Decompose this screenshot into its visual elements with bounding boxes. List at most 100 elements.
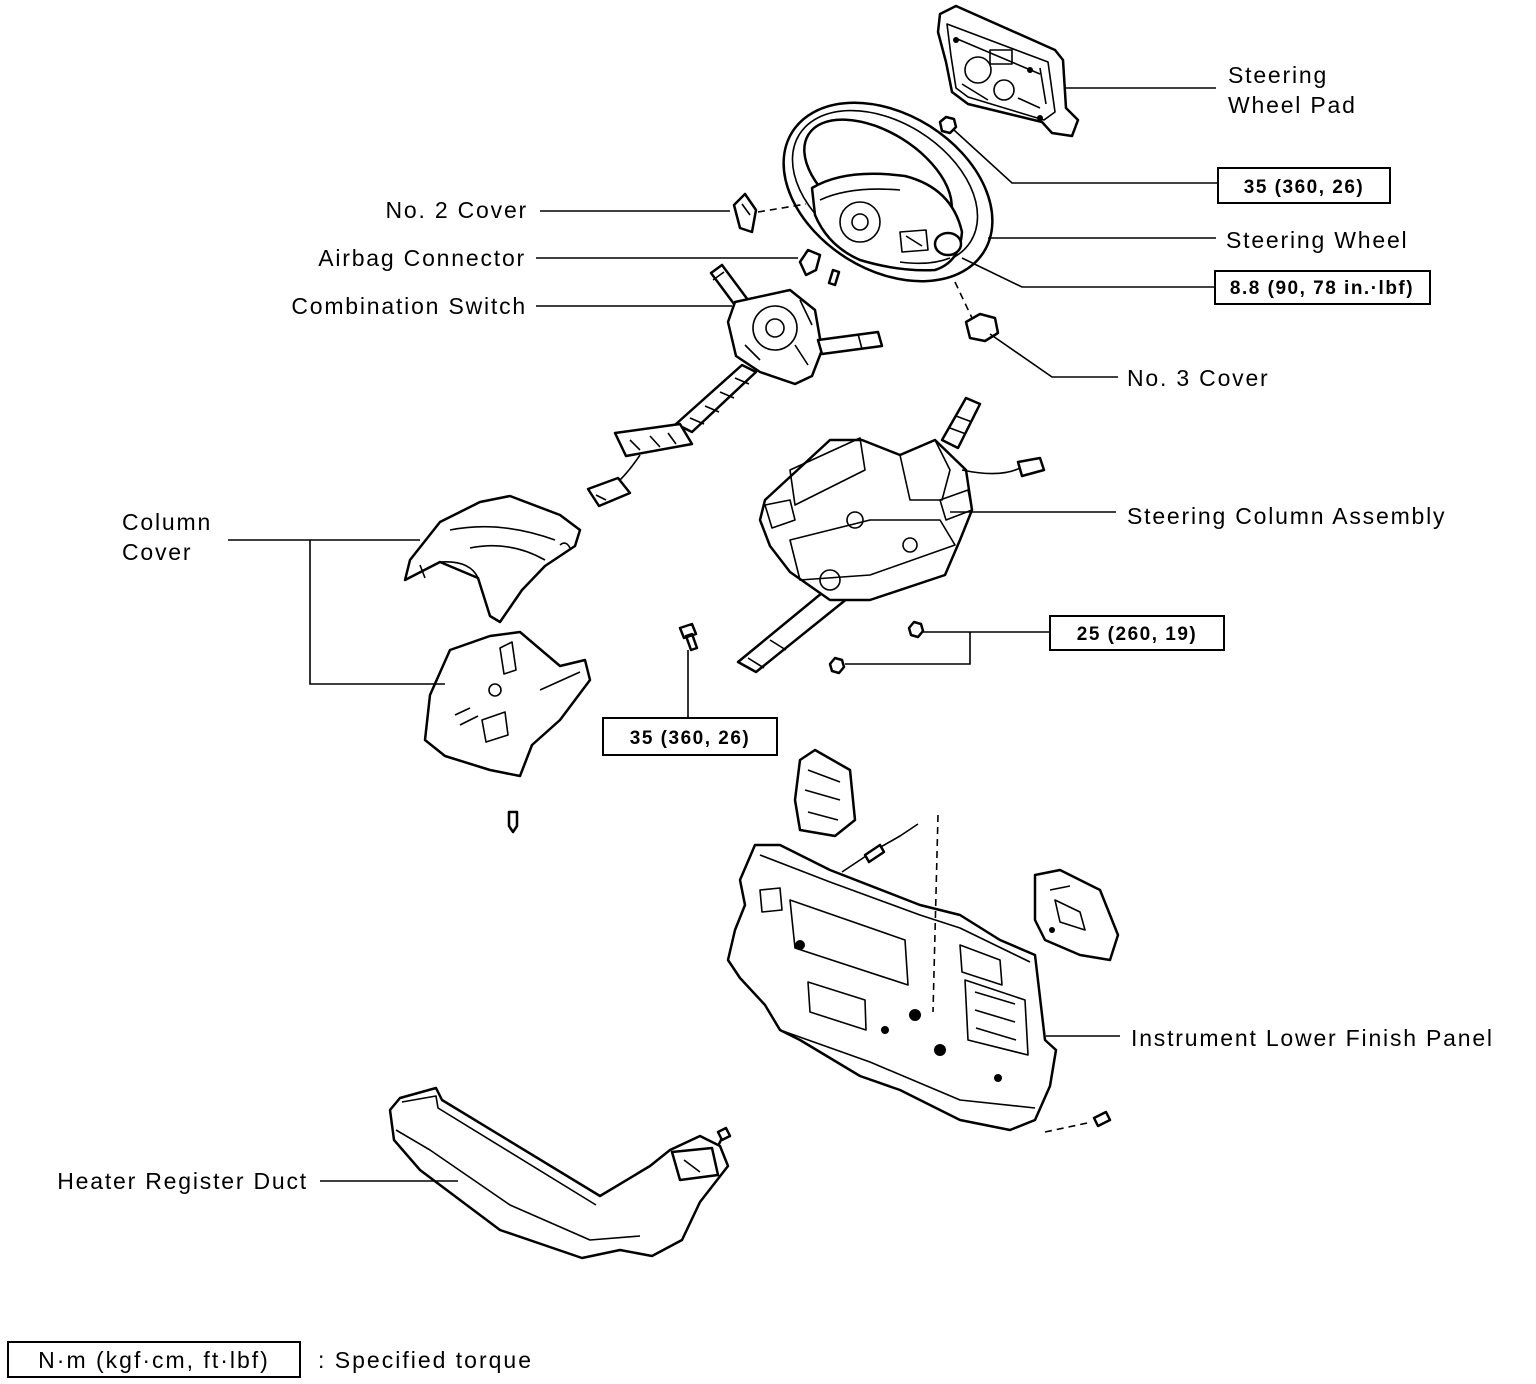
leader-steering-wheel-nut-torque bbox=[953, 129, 1218, 184]
no3-cover-alignment-line bbox=[954, 281, 973, 319]
torque-spec-column-nut: 25 (260, 19) bbox=[1049, 615, 1225, 651]
column-boss bbox=[846, 511, 864, 529]
switch-left-stalk-tip bbox=[712, 271, 725, 281]
label-steering-column-assembly: Steering Column Assembly bbox=[1127, 503, 1446, 529]
leader-column-nut-torque bbox=[845, 631, 1050, 665]
finish-panel-opening bbox=[807, 981, 867, 1031]
label-combination-switch: Combination Switch bbox=[291, 293, 527, 319]
finish-panel-screw bbox=[1092, 1110, 1112, 1128]
torque-value: 35 (360, 26) bbox=[630, 728, 750, 749]
finish-panel-hole bbox=[934, 1044, 946, 1056]
side-plate-body bbox=[1033, 868, 1120, 962]
column-lower-shaft-joint bbox=[747, 639, 787, 669]
lower-cover-ribs bbox=[454, 671, 581, 743]
no2-cover bbox=[732, 192, 758, 234]
upper-cover-contour bbox=[439, 525, 556, 579]
column-bracket bbox=[789, 519, 956, 581]
steering-wheel-pad bbox=[936, 4, 1080, 138]
column-tube bbox=[789, 437, 866, 506]
torque-value: 25 (260, 19) bbox=[1077, 624, 1197, 645]
column-upper-shaft bbox=[940, 396, 982, 450]
finish-panel-hole bbox=[994, 1074, 1002, 1082]
switch-right-stalk-knob bbox=[857, 333, 863, 350]
finish-panel-hole bbox=[881, 1026, 889, 1034]
upper-cover-tab bbox=[419, 542, 571, 579]
steering-wheel-nut bbox=[938, 115, 958, 135]
duct-outlet bbox=[670, 1146, 720, 1182]
switch-body-details bbox=[744, 299, 813, 366]
leader-pad-screw-torque bbox=[961, 257, 1215, 288]
torque-value: 35 (360, 26) bbox=[1244, 177, 1364, 198]
column-wire bbox=[961, 467, 1021, 475]
torque-spec-pad-screw: 8.8 (90, 78 in.·lbf) bbox=[1214, 270, 1431, 305]
torque-value: 8.8 (90, 78 in.·lbf) bbox=[1230, 278, 1414, 299]
column-switch-housing bbox=[899, 439, 951, 501]
switch-spiral-cable bbox=[752, 305, 798, 351]
label-column-cover-line1: Column bbox=[122, 509, 212, 535]
finish-panel-hole bbox=[909, 1009, 921, 1021]
torque-box bbox=[602, 717, 778, 756]
release-cable-end bbox=[863, 843, 886, 864]
finish-panel-mount bbox=[759, 887, 1003, 986]
switch-connector-details bbox=[629, 432, 677, 451]
finish-panel-lip bbox=[759, 854, 1031, 963]
label-column-cover-line2: Cover bbox=[122, 539, 192, 565]
heater-register-duct bbox=[388, 1086, 730, 1260]
switch-plug bbox=[586, 476, 632, 508]
wheel-hub-nut bbox=[851, 213, 869, 231]
legend-description: : Specified torque bbox=[318, 1347, 533, 1373]
airbag-connector bbox=[798, 248, 822, 277]
pad-hole bbox=[1037, 115, 1043, 121]
lower-cover-hole bbox=[488, 683, 502, 697]
column-boss bbox=[819, 569, 841, 591]
pad-body bbox=[936, 4, 1080, 138]
torque-box bbox=[1049, 615, 1225, 651]
combination-switch bbox=[586, 263, 884, 508]
column-tilt-lever bbox=[764, 499, 796, 529]
column-cover-screw bbox=[507, 810, 519, 834]
release-cable bbox=[841, 823, 919, 873]
finish-panel-body bbox=[726, 843, 1058, 1132]
wheel-hub-connector bbox=[899, 229, 929, 253]
switch-lead-wire bbox=[619, 454, 641, 481]
wheel-hub-pad-mount bbox=[933, 231, 963, 257]
switch-center bbox=[765, 318, 785, 338]
column-nut bbox=[907, 620, 925, 639]
column-wire-connector bbox=[1016, 456, 1046, 478]
instrument-lower-finish-panel bbox=[726, 843, 1058, 1132]
switch-harness bbox=[674, 363, 758, 434]
switch-harness-wrap bbox=[689, 377, 750, 425]
label-airbag-connector: Airbag Connector bbox=[318, 245, 526, 271]
duct-outlet-vane bbox=[683, 1159, 701, 1173]
pad-bracket bbox=[989, 49, 1013, 65]
switch-right-stalk bbox=[816, 330, 884, 356]
finish-panel-switch-block bbox=[964, 979, 1029, 1056]
column-cover-upper bbox=[403, 494, 582, 624]
column-cover-lower bbox=[423, 630, 592, 778]
wheel-spoke-lines bbox=[819, 188, 951, 265]
airbag-connector-screw bbox=[827, 268, 841, 287]
leader-column-cover bbox=[228, 539, 445, 685]
duct-screw bbox=[716, 1126, 732, 1147]
label-steering-wheel-pad-line1: Steering bbox=[1228, 62, 1328, 88]
bracket-slots bbox=[804, 769, 841, 821]
leader-no3-cover bbox=[989, 333, 1118, 378]
label-instrument-lower-finish-panel: Instrument Lower Finish Panel bbox=[1131, 1025, 1494, 1051]
duct-ridge bbox=[395, 1129, 641, 1241]
torque-box bbox=[1217, 167, 1391, 204]
torque-box bbox=[1214, 270, 1431, 305]
column-bolt bbox=[678, 622, 699, 652]
torque-spec-column-bolt: 35 (360, 26) bbox=[602, 717, 778, 756]
legend-units: N·m (kgf·cm, ft·lbf) bbox=[38, 1347, 270, 1373]
pad-hole bbox=[1027, 67, 1033, 73]
upper-cover-body bbox=[403, 494, 582, 624]
finish-panel-switch-block-inner bbox=[974, 991, 1017, 1041]
pad-ribs bbox=[954, 37, 1047, 109]
panel-cable-alignment-line bbox=[932, 814, 939, 1013]
wheel-hub-center bbox=[839, 201, 881, 243]
legend-box bbox=[7, 1341, 301, 1378]
finish-panel-recess bbox=[789, 899, 909, 986]
bracket-body bbox=[793, 748, 857, 838]
panel-bracket bbox=[793, 748, 857, 838]
column-nut bbox=[828, 656, 846, 675]
